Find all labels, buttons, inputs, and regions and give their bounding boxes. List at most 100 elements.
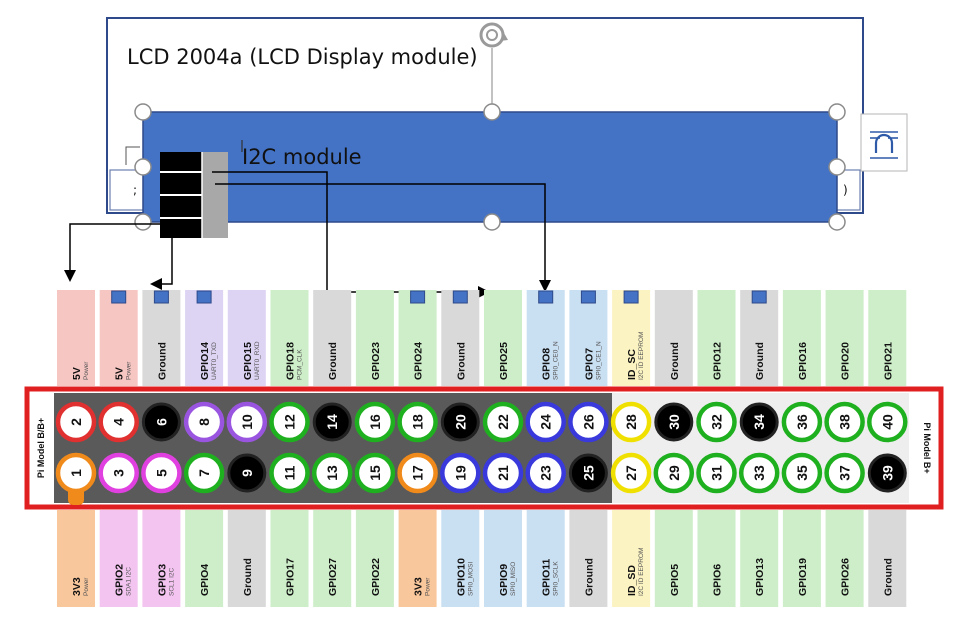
- bottom-sublabel-i2c-id-eeprom: I2C ID EEPROM: [638, 548, 645, 596]
- pin-2-number: 2: [68, 418, 84, 426]
- pin-36[interactable]: 36: [781, 401, 823, 443]
- top-label-box-13: [569, 290, 608, 386]
- pin-26[interactable]: 26: [568, 401, 609, 443]
- pin-7[interactable]: 7: [183, 452, 225, 494]
- selection-handle-n[interactable]: [483, 103, 501, 121]
- bottom-label-3v3: 3V3: [71, 577, 83, 596]
- pin-19-number: 19: [452, 465, 468, 481]
- pin-32[interactable]: 32: [696, 401, 737, 443]
- top-label-box-18: [782, 290, 821, 386]
- selection-handle-nw[interactable]: [134, 103, 152, 121]
- pin-14[interactable]: 14: [312, 402, 352, 442]
- pin-33-ring: [738, 452, 780, 494]
- pin-30[interactable]: 30: [654, 402, 694, 442]
- pin-29[interactable]: 29: [653, 452, 695, 494]
- bottom-label-gpio11: GPIO11: [541, 558, 553, 596]
- pin-23[interactable]: 23: [525, 452, 566, 494]
- pin-28[interactable]: 28: [610, 401, 652, 443]
- pin-8[interactable]: 8: [183, 401, 225, 443]
- top-label-box-5: [227, 290, 266, 386]
- pin-13-ring: [311, 452, 353, 494]
- pin-39[interactable]: 39: [867, 453, 907, 493]
- pin-15[interactable]: 15: [354, 452, 396, 494]
- top-sublabel-pcm-clk: PCM_CLK: [297, 349, 304, 380]
- pin-20-ring: [440, 402, 480, 442]
- pin-12[interactable]: 12: [269, 401, 310, 443]
- pin-25-number: 25: [580, 465, 596, 481]
- bottom-label-box-4: [185, 510, 224, 607]
- pin-6-number: 6: [153, 418, 169, 426]
- arrow-ground: [150, 278, 162, 290]
- bottom-label-gpio27: GPIO27: [327, 558, 339, 596]
- pin-8-number: 8: [196, 418, 212, 426]
- pin-16[interactable]: 16: [354, 401, 396, 443]
- pin-35[interactable]: 35: [781, 452, 823, 494]
- pin-21[interactable]: 21: [482, 452, 524, 494]
- bottom-label-box-1: [57, 510, 95, 607]
- pin-40[interactable]: 40: [867, 401, 908, 443]
- pin-24[interactable]: 24: [525, 401, 566, 443]
- connection-marker-10: [452, 290, 468, 304]
- top-label-gpio14: GPIO14: [199, 342, 211, 380]
- pin-20[interactable]: 20: [440, 402, 480, 442]
- top-label-box-7: [313, 290, 352, 386]
- selection-handle-se[interactable]: [828, 213, 846, 231]
- pin-6[interactable]: 6: [141, 402, 181, 442]
- pin-27-number: 27: [623, 465, 639, 481]
- pin-16-number: 16: [367, 414, 383, 430]
- pin-31[interactable]: 31: [696, 452, 737, 494]
- rotate-handle-icon[interactable]: [479, 22, 508, 48]
- i2c-module[interactable]: [160, 152, 228, 238]
- pin-38-ring: [824, 401, 865, 443]
- pin-10-number: 10: [239, 414, 255, 430]
- layout-options-icon[interactable]: [860, 113, 908, 172]
- top-label-gpio15: GPIO15: [242, 342, 254, 380]
- selection-handle-w[interactable]: [134, 158, 152, 176]
- pin-33[interactable]: 33: [738, 452, 780, 494]
- top-label-box-9: [398, 290, 437, 386]
- pin-1[interactable]: 1: [55, 452, 97, 505]
- pin-5[interactable]: 5: [141, 452, 182, 494]
- pin-3[interactable]: 3: [98, 452, 139, 494]
- pin-19[interactable]: 19: [440, 452, 481, 494]
- selection-handle-s[interactable]: [483, 213, 501, 231]
- pin-2[interactable]: 2: [55, 401, 97, 443]
- selection-handle-ne[interactable]: [828, 103, 846, 121]
- bottom-label-box-2: [99, 510, 138, 607]
- pin-9[interactable]: 9: [227, 453, 267, 493]
- pin-22[interactable]: 22: [482, 401, 524, 443]
- pin-13[interactable]: 13: [311, 452, 353, 494]
- pin-32-ring: [696, 401, 737, 443]
- pin-39-number: 39: [879, 465, 895, 481]
- pin-17[interactable]: 17: [397, 452, 438, 494]
- bottom-label-gpio26: GPIO26: [840, 558, 852, 596]
- top-label-gpio21: GPIO21: [882, 342, 894, 380]
- pin-18[interactable]: 18: [397, 401, 438, 443]
- pin-11[interactable]: 11: [269, 452, 310, 494]
- pin-25[interactable]: 25: [568, 453, 608, 493]
- top-sublabel-power: Power: [126, 361, 133, 380]
- pin-38[interactable]: 38: [824, 401, 865, 443]
- connection-marker-13: [580, 290, 596, 304]
- pin-37-number: 37: [837, 465, 853, 481]
- pin-10[interactable]: 10: [226, 401, 268, 443]
- pin-10-ring: [226, 401, 268, 443]
- pin-5-number: 5: [153, 469, 169, 477]
- pin-34[interactable]: 34: [739, 402, 779, 442]
- bottom-label-gpio6: GPIO6: [712, 564, 724, 596]
- top-label-gpio16: GPIO16: [797, 342, 809, 380]
- selection-handle-sw[interactable]: [134, 213, 152, 231]
- pin-4[interactable]: 4: [98, 401, 139, 443]
- pin-35-number: 35: [794, 465, 810, 481]
- pin-24-number: 24: [538, 414, 554, 430]
- arrow-5v: [64, 270, 76, 282]
- selection-handle-e[interactable]: [828, 158, 846, 176]
- pin-34-number: 34: [751, 414, 767, 430]
- pin-17-ring: [397, 452, 438, 494]
- top-label-ground: Ground: [754, 342, 766, 380]
- selection-handles[interactable]: [134, 103, 846, 231]
- pin-27[interactable]: 27: [610, 452, 652, 494]
- bottom-label-box-9: [398, 510, 437, 607]
- pin-37[interactable]: 37: [824, 452, 865, 494]
